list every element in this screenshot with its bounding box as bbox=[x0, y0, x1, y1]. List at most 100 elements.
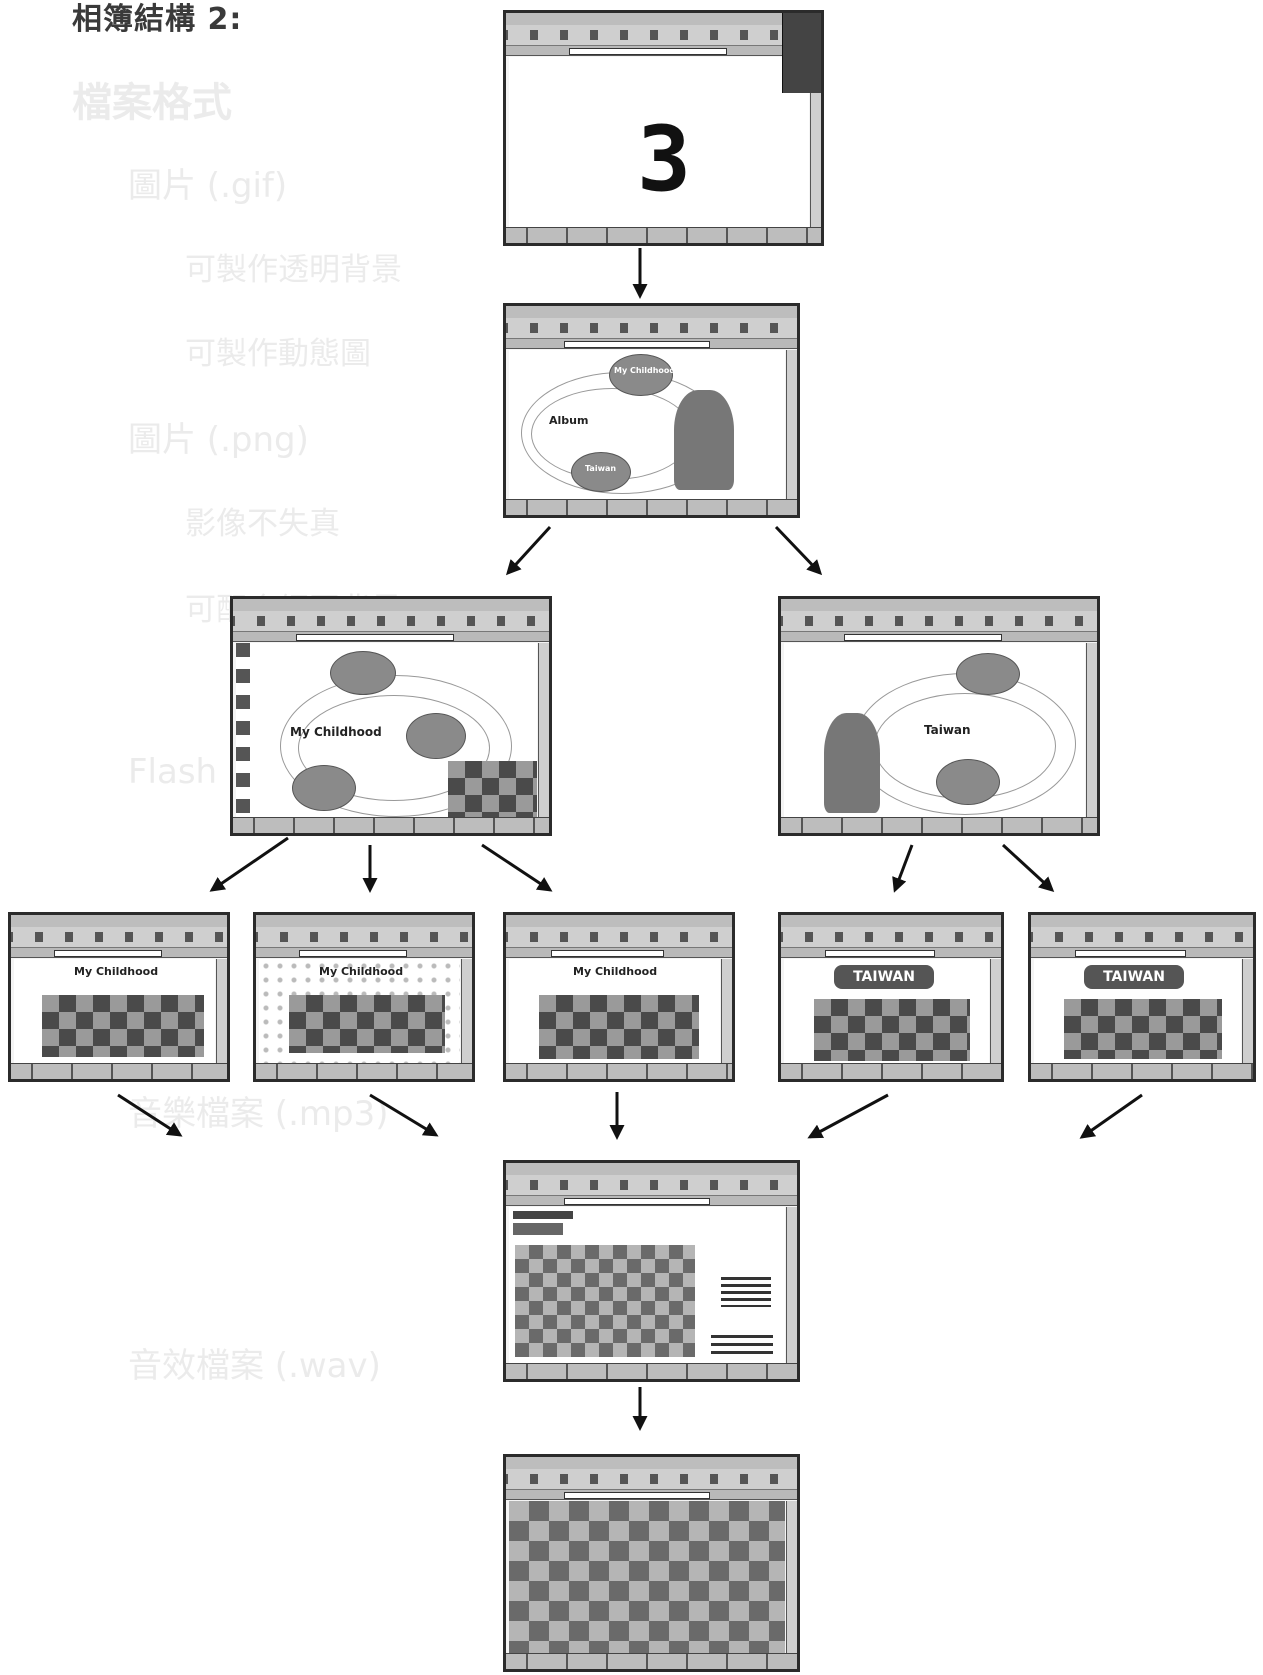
page-content bbox=[509, 1501, 785, 1653]
orbit-ellipse bbox=[280, 675, 512, 817]
photo-thumbnail[interactable] bbox=[448, 761, 537, 817]
bubble-taiwan[interactable] bbox=[571, 452, 631, 492]
photo-grid[interactable] bbox=[42, 995, 204, 1057]
address-bar bbox=[506, 46, 821, 56]
scrollbar bbox=[461, 959, 472, 1063]
arrow bbox=[774, 525, 823, 576]
bubble-item[interactable] bbox=[956, 653, 1020, 695]
bubble-item[interactable] bbox=[936, 759, 1000, 805]
arrow bbox=[1001, 843, 1055, 893]
screenshot-intro: 3 bbox=[503, 10, 824, 246]
center-label: My Childhood bbox=[290, 725, 382, 739]
arrow bbox=[209, 836, 289, 892]
ghost-line: 音效檔案 (.wav) bbox=[128, 1346, 381, 1386]
toolbar bbox=[506, 1175, 797, 1196]
content-panel: My Childhood bbox=[250, 643, 537, 817]
toolbar bbox=[506, 1469, 797, 1490]
toolbar bbox=[506, 25, 821, 46]
ghost-line: 音樂檔案 (.mp3) bbox=[128, 1094, 389, 1134]
address-bar bbox=[506, 1196, 797, 1206]
toolbar bbox=[506, 927, 732, 948]
arrow bbox=[807, 1093, 889, 1139]
status-bar bbox=[781, 817, 1097, 833]
status-bar bbox=[11, 1063, 227, 1079]
status-bar bbox=[506, 1363, 797, 1379]
bubble-item[interactable] bbox=[292, 765, 356, 811]
address-bar bbox=[1031, 948, 1253, 958]
status-bar bbox=[233, 817, 549, 833]
page-heading-bar bbox=[513, 1223, 563, 1235]
ghost-line: 圖片 (.gif) bbox=[128, 166, 288, 206]
status-bar bbox=[256, 1063, 472, 1079]
status-bar bbox=[781, 1063, 1001, 1079]
address-bar bbox=[781, 632, 1097, 642]
ghost-line: Flash bbox=[128, 752, 218, 792]
cartoon-girl bbox=[674, 390, 734, 490]
status-bar bbox=[506, 499, 797, 515]
toolbar bbox=[11, 927, 227, 948]
scrollbar bbox=[786, 350, 797, 499]
photo-grid[interactable] bbox=[289, 995, 445, 1053]
scrollbar bbox=[721, 959, 732, 1063]
ghost-heading: 檔案格式 bbox=[72, 80, 232, 126]
page-banner: My Childhood bbox=[319, 965, 404, 978]
address-bar bbox=[506, 948, 732, 958]
address-bar bbox=[506, 339, 797, 349]
side-panel bbox=[782, 13, 821, 93]
status-bar bbox=[506, 1653, 797, 1669]
photo-grid[interactable] bbox=[814, 999, 970, 1061]
photo-caption bbox=[711, 1335, 773, 1355]
center-label: Taiwan bbox=[924, 723, 971, 737]
screenshot-child-4: TAIWAN bbox=[778, 912, 1004, 1082]
photo-grid[interactable] bbox=[539, 995, 699, 1059]
toolbar bbox=[781, 611, 1097, 632]
status-bar bbox=[506, 1063, 732, 1079]
photo-grid[interactable] bbox=[1064, 999, 1222, 1059]
toolbar bbox=[1031, 927, 1253, 948]
arrow bbox=[505, 525, 552, 576]
screenshot-child-2: My Childhood bbox=[253, 912, 475, 1082]
page-title: 相簿結構 2: bbox=[72, 2, 243, 37]
page-banner: My Childhood bbox=[74, 965, 159, 978]
intro-number: 3 bbox=[637, 107, 692, 212]
bubble-childhood[interactable] bbox=[609, 354, 673, 396]
toolbar bbox=[233, 611, 549, 632]
page-content: My Childhood bbox=[509, 959, 720, 1063]
bubble-item[interactable] bbox=[406, 713, 466, 759]
page-banner: TAIWAN bbox=[1084, 965, 1184, 989]
arrow bbox=[1079, 1093, 1143, 1139]
ghost-line: 影像不失真 bbox=[185, 506, 340, 542]
page-content: My Childhood bbox=[14, 959, 215, 1063]
scrollbar bbox=[786, 1207, 797, 1363]
scrollbar bbox=[810, 57, 821, 227]
page-content: TAIWAN bbox=[784, 959, 989, 1063]
toolbar bbox=[781, 927, 1001, 948]
status-bar bbox=[506, 227, 821, 243]
page-content: TAIWAN bbox=[1034, 959, 1241, 1063]
page-banner: TAIWAN bbox=[834, 965, 934, 989]
scrollbar bbox=[1086, 643, 1097, 817]
address-bar bbox=[506, 1490, 797, 1500]
scrollbar bbox=[538, 643, 549, 817]
screenshot-photo-full bbox=[503, 1454, 800, 1672]
scrollbar bbox=[1242, 959, 1253, 1063]
photo-full[interactable] bbox=[509, 1501, 785, 1653]
screenshot-child-5: TAIWAN bbox=[1028, 912, 1256, 1082]
screenshot-child-1: My Childhood bbox=[8, 912, 230, 1082]
album-label: Album bbox=[549, 414, 589, 427]
bubble-taiwan-label: Taiwan bbox=[585, 464, 617, 473]
screenshot-child-3: My Childhood bbox=[503, 912, 735, 1082]
page-content bbox=[509, 1207, 785, 1363]
bubble-childhood-label: My Childhood bbox=[614, 366, 676, 375]
page-content: My Childhood bbox=[236, 643, 537, 817]
cartoon-girl bbox=[824, 713, 880, 813]
scrollbar bbox=[786, 1501, 797, 1653]
bubble-item[interactable] bbox=[330, 651, 396, 695]
photo-large[interactable] bbox=[515, 1245, 695, 1357]
address-bar bbox=[781, 948, 1001, 958]
toolbar bbox=[256, 927, 472, 948]
arrow bbox=[892, 844, 914, 893]
page-content: My Childhood Album Taiwan bbox=[509, 350, 785, 499]
scrollbar bbox=[216, 959, 227, 1063]
screenshot-childhood: My Childhood bbox=[230, 596, 552, 836]
